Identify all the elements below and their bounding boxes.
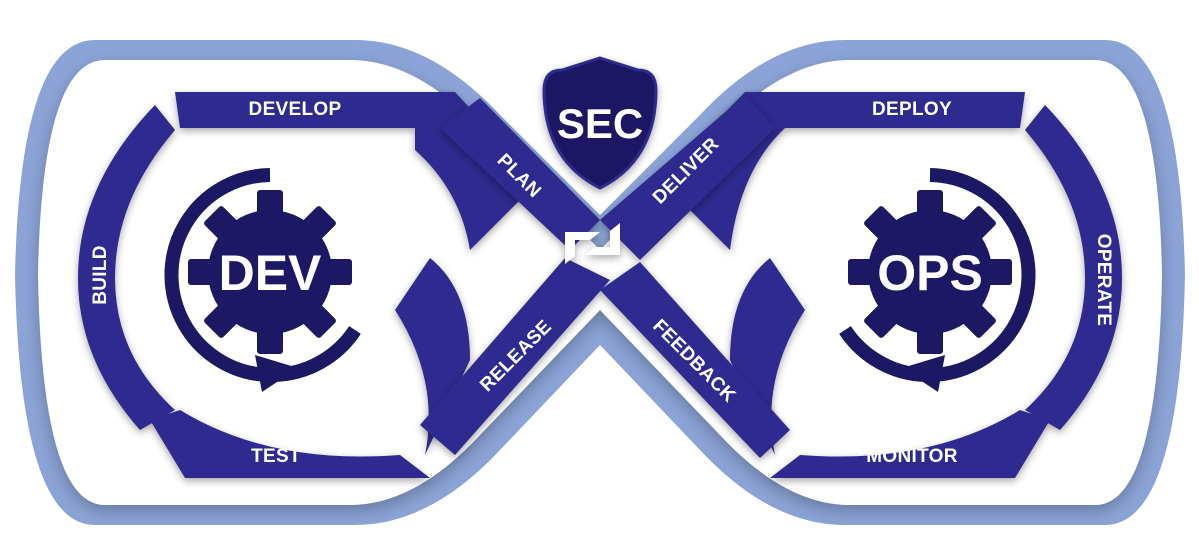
dev-hub: DEV <box>147 152 393 398</box>
band-release <box>420 258 610 455</box>
ops-label: OPS <box>877 245 983 301</box>
segment-deploy <box>710 92 1025 128</box>
segment-develop <box>175 92 488 128</box>
ops-arrow-head <box>902 355 945 392</box>
band-feedback <box>600 262 790 458</box>
label-build: BUILD <box>90 245 111 305</box>
dev-cycle-arrow <box>164 168 361 382</box>
label-monitor: MONITOR <box>866 446 957 467</box>
dev-label: DEV <box>219 245 322 301</box>
ops-loop <box>680 92 1122 478</box>
segment-build <box>78 105 175 430</box>
band-plan <box>440 98 600 250</box>
label-develop: DEVELOP <box>249 99 342 120</box>
band-deliver <box>600 95 775 260</box>
dev-arrow-head <box>255 355 298 392</box>
dev-gear-icon <box>188 190 352 354</box>
ops-cycle-arrow <box>839 168 1036 382</box>
sec-shield: SEC <box>542 56 658 190</box>
dev-loop <box>78 92 520 478</box>
segment-ops-inner <box>730 258 805 455</box>
shield-icon <box>542 56 658 190</box>
ops-gear-icon <box>848 190 1012 354</box>
label-operate: OPERATE <box>1093 234 1114 327</box>
segment-test <box>150 410 430 478</box>
label-deploy: DEPLOY <box>872 99 952 120</box>
center-chevron-right <box>585 223 620 255</box>
ops-hub: OPS <box>807 152 1053 398</box>
segment-monitor <box>770 410 1050 478</box>
segment-dev-inner <box>395 258 470 455</box>
center-chevron-left <box>565 232 600 264</box>
segment-operate <box>1025 105 1122 430</box>
label-test: TEST <box>251 446 301 467</box>
sec-label: SEC <box>557 100 643 147</box>
center-cross <box>420 95 790 458</box>
